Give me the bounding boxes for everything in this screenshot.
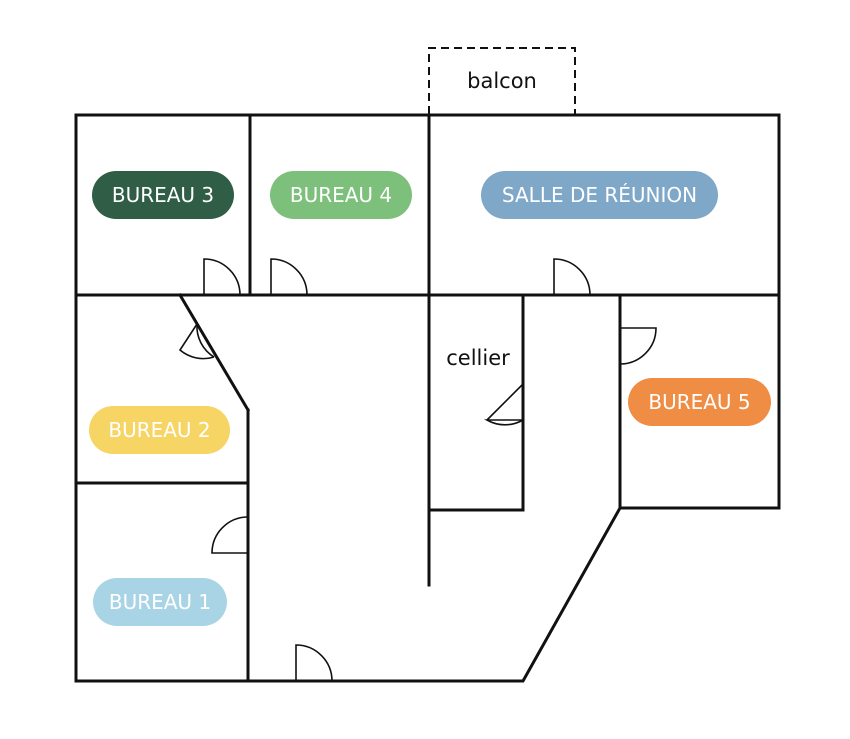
door-cellier [484,383,524,426]
door-bureau2 [196,323,215,358]
wall-bureau2-diagonal [177,292,251,413]
balcon-label: balcon [467,69,537,93]
room-label-bureau-5: BUREAU 5 [628,378,771,426]
walls [74,113,781,683]
door-bureau5 [619,327,657,365]
door-salle-reunion [553,258,591,296]
room-label-bureau-1: BUREAU 1 [93,578,227,626]
doors [178,258,657,682]
door-bureau3 [203,258,241,296]
room-label-bureau-4: BUREAU 4 [270,171,412,219]
door-bureau2-leaf [178,323,215,360]
balcony-outline [428,47,576,114]
room-label-bureau-3: BUREAU 3 [92,171,234,219]
balcony [428,47,576,114]
door-bureau1 [211,516,249,554]
cellier-label: cellier [446,346,510,370]
door-entrance [295,644,333,682]
room-label-bureau-2: BUREAU 2 [89,406,230,454]
door-bureau4 [270,258,308,296]
room-label-salle-reunion: SALLE DE RÉUNION [481,171,718,219]
